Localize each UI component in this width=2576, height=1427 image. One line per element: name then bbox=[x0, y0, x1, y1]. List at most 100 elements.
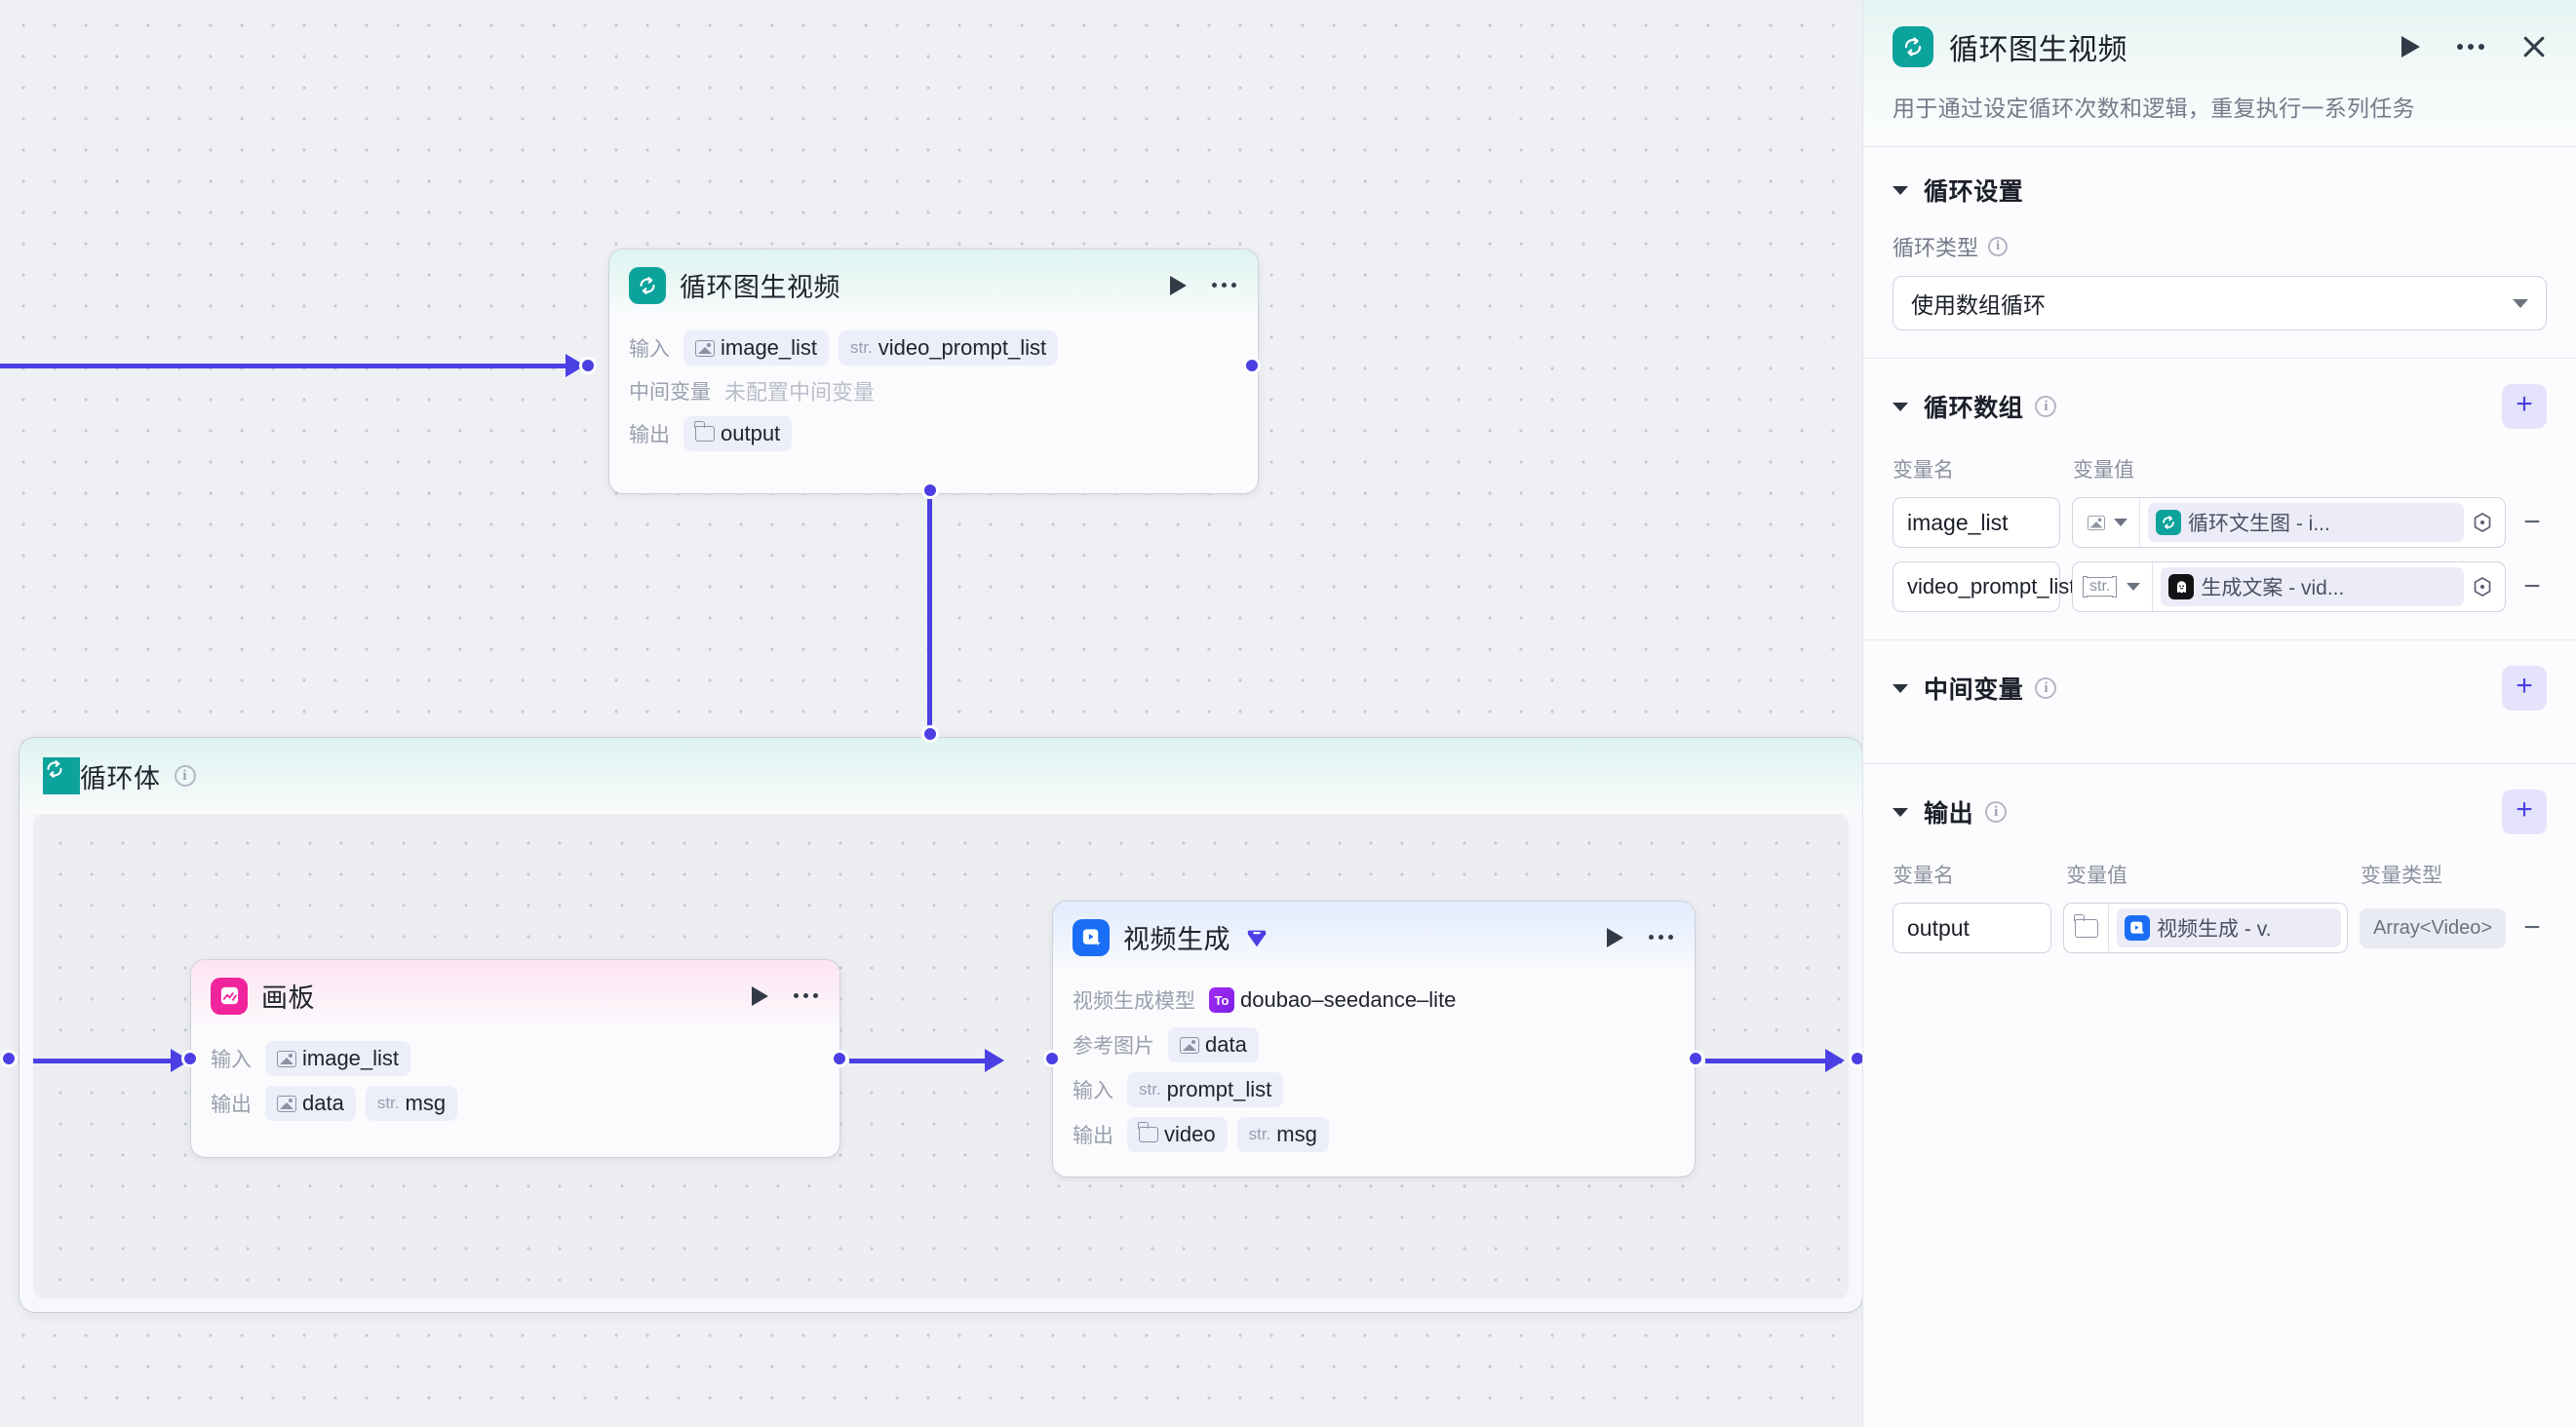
section-output: 输出 i + 变量名 变量值 变量类型 output bbox=[1863, 763, 2576, 981]
chip-label: image_list bbox=[721, 335, 818, 360]
videogen-input-port[interactable] bbox=[1043, 1050, 1061, 1067]
port-chip-video[interactable]: video bbox=[1127, 1117, 1228, 1152]
node-more-button[interactable] bbox=[1210, 277, 1238, 293]
info-icon[interactable]: i bbox=[1988, 237, 2009, 256]
videogen-output-port[interactable] bbox=[1687, 1050, 1704, 1067]
chevron-down-icon[interactable] bbox=[1893, 683, 1908, 693]
section-title: 输出 bbox=[1924, 800, 1974, 828]
node-more-button[interactable] bbox=[792, 987, 820, 1004]
info-icon[interactable]: i bbox=[2035, 677, 2057, 699]
chip-label: msg bbox=[1276, 1122, 1317, 1146]
table-row: image_list bbox=[1893, 497, 2547, 548]
variable-name-input-image-list[interactable]: image_list bbox=[1893, 497, 2060, 548]
reference-chip-video-generation[interactable]: 视频生成 - v. bbox=[2117, 908, 2342, 947]
loopbody-top-port[interactable] bbox=[921, 725, 939, 743]
chevron-down-icon[interactable] bbox=[1893, 185, 1908, 195]
intermediate-placeholder: 未配置中间变量 bbox=[724, 380, 876, 405]
node-video-generation[interactable]: 视频生成 视频生成模型 bbox=[1053, 902, 1695, 1176]
variable-value-field-video-prompt-list[interactable]: str. 生成文案 - vid... bbox=[2072, 561, 2506, 612]
properties-panel[interactable]: 循环图生视频 用于通过设定循环次数和逻辑，重复执行一系列任务 循环设置 循环类型… bbox=[1862, 0, 2576, 1427]
chip-label: doubao–seedance–lite bbox=[1240, 987, 1457, 1012]
close-icon[interactable] bbox=[2521, 34, 2547, 59]
remove-row-button[interactable]: − bbox=[2523, 911, 2541, 944]
node-row-output: 输出 output bbox=[629, 416, 1238, 451]
type-selector[interactable]: str. bbox=[2073, 562, 2154, 611]
port-chip-data[interactable]: data bbox=[1168, 1027, 1259, 1062]
edge-main-to-loopbody bbox=[927, 490, 932, 734]
canvas-node-output-port[interactable] bbox=[831, 1050, 848, 1067]
folder-type-icon[interactable] bbox=[2064, 904, 2110, 952]
chevron-down-icon[interactable] bbox=[1893, 807, 1908, 817]
node-header: 画板 bbox=[191, 960, 839, 1029]
chip-label: image_list bbox=[302, 1046, 400, 1070]
add-loop-array-button[interactable]: + bbox=[2502, 384, 2547, 429]
info-icon[interactable]: i bbox=[1985, 801, 2008, 823]
node-canvas-board[interactable]: 画板 输入 image_list 输出 bbox=[191, 960, 839, 1157]
info-icon[interactable]: i bbox=[174, 765, 196, 787]
output-variable-value-field[interactable]: 视频生成 - v. bbox=[2063, 903, 2349, 953]
port-chip-image-list[interactable]: image_list bbox=[683, 330, 830, 366]
image-type-icon bbox=[695, 339, 715, 357]
image-type-icon bbox=[277, 1050, 296, 1067]
type-selector[interactable] bbox=[2073, 498, 2140, 547]
col-header-type: 变量类型 bbox=[2361, 865, 2442, 887]
loop-icon bbox=[1893, 26, 1933, 67]
output-variable-name-input[interactable]: output bbox=[1893, 903, 2052, 953]
main-node-input-port[interactable] bbox=[579, 357, 597, 374]
section-intermediate-variables: 中间变量 i + bbox=[1863, 639, 2576, 763]
row-label: 输入 bbox=[629, 338, 670, 361]
model-icon: To bbox=[1209, 987, 1234, 1013]
main-node-output-port[interactable] bbox=[1243, 357, 1261, 374]
edge-entry-to-canvas-node bbox=[33, 1059, 191, 1063]
chevron-down-icon bbox=[2513, 298, 2528, 308]
node-row-model: 视频生成模型 To doubao–seedance–lite bbox=[1073, 983, 1675, 1018]
chevron-down-icon[interactable] bbox=[1893, 402, 1908, 411]
add-intermediate-variable-button[interactable]: + bbox=[2502, 666, 2547, 711]
reference-chip-generate-copy[interactable]: 生成文案 - vid... bbox=[2161, 567, 2464, 606]
info-icon[interactable]: i bbox=[2035, 396, 2057, 417]
node-row-intermediate: 中间变量 未配置中间变量 bbox=[629, 375, 1238, 406]
loopbody-right-port[interactable] bbox=[1849, 1050, 1862, 1067]
port-chip-msg[interactable]: str. msg bbox=[1236, 1117, 1329, 1152]
model-chip[interactable]: To doubao–seedance–lite bbox=[1209, 983, 1467, 1018]
remove-row-button[interactable]: − bbox=[2523, 570, 2541, 602]
port-chip-data[interactable]: data bbox=[265, 1086, 356, 1121]
run-node-button[interactable] bbox=[1170, 275, 1187, 295]
run-node-button[interactable] bbox=[752, 985, 768, 1006]
port-chip-output[interactable]: output bbox=[683, 416, 793, 451]
node-row-input: 输入 str. prompt_list bbox=[1073, 1072, 1675, 1107]
node-loop-image-to-video[interactable]: 循环图生视频 输入 image_list str. video_prompt_l… bbox=[609, 250, 1258, 493]
add-output-button[interactable]: + bbox=[2502, 790, 2547, 834]
port-chip-prompt-list[interactable]: str. prompt_list bbox=[1127, 1072, 1284, 1107]
table-row: video_prompt_list str. bbox=[1893, 561, 2547, 612]
col-header-name: 变量名 bbox=[1893, 865, 1954, 887]
node-more-button[interactable] bbox=[1647, 929, 1675, 945]
target-icon[interactable] bbox=[2470, 574, 2495, 599]
chip-label: prompt_list bbox=[1166, 1077, 1272, 1101]
run-node-button[interactable] bbox=[1607, 927, 1623, 947]
port-chip-video-prompt-list[interactable]: str. video_prompt_list bbox=[839, 330, 1059, 366]
port-chip-msg[interactable]: str. msg bbox=[365, 1086, 458, 1121]
loop-body-title: 循环体 bbox=[80, 763, 161, 793]
loop-type-select[interactable]: 使用数组循环 bbox=[1893, 276, 2547, 330]
node-header: 视频生成 bbox=[1053, 902, 1695, 971]
chip-label: video bbox=[1164, 1122, 1216, 1146]
port-chip-image-list[interactable]: image_list bbox=[265, 1041, 411, 1076]
panel-more-button[interactable] bbox=[2455, 38, 2486, 56]
node-row-reference-image: 参考图片 data bbox=[1073, 1027, 1675, 1062]
target-icon[interactable] bbox=[2470, 510, 2495, 535]
loopbody-left-port[interactable] bbox=[0, 1050, 18, 1067]
row-label: 中间变量 bbox=[629, 381, 711, 404]
loop-body-container[interactable]: 循环体 i 画板 bbox=[20, 738, 1862, 1312]
variable-value-field-image-list[interactable]: 循环文生图 - i... bbox=[2072, 497, 2506, 548]
folder-type-icon bbox=[694, 421, 715, 442]
run-button[interactable] bbox=[2401, 36, 2420, 58]
main-node-bottom-port[interactable] bbox=[921, 482, 939, 499]
variable-name-input-video-prompt-list[interactable]: video_prompt_list bbox=[1893, 561, 2075, 612]
node-title: 画板 bbox=[261, 983, 315, 1013]
string-type-icon: str. bbox=[1139, 1080, 1161, 1099]
reference-chip-loop-text-to-image[interactable]: 循环文生图 - i... bbox=[2148, 503, 2464, 542]
remove-row-button[interactable]: − bbox=[2523, 506, 2541, 538]
workflow-canvas[interactable]: 循环图生视频 输入 image_list str. video_prompt_l… bbox=[0, 0, 1862, 1427]
canvas-node-input-port[interactable] bbox=[181, 1050, 199, 1067]
